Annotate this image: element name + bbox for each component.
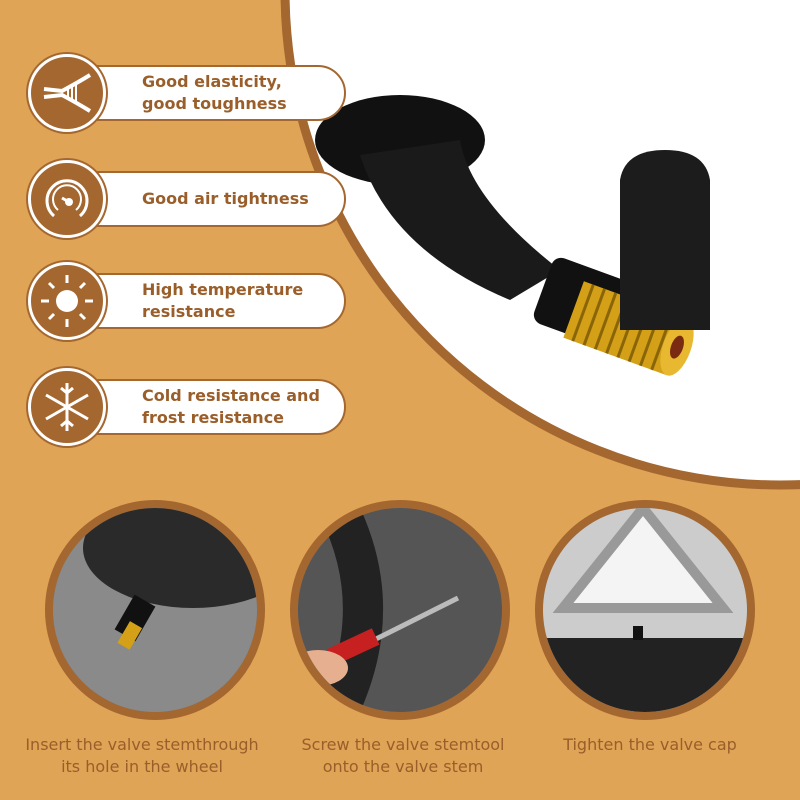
feature-label: Cold resistance and bbox=[142, 386, 320, 405]
snowflake-icon bbox=[28, 368, 106, 446]
feature-label: High temperature bbox=[142, 280, 304, 299]
elasticity-icon bbox=[28, 54, 106, 132]
step-caption-tighten: Tighten the valve cap bbox=[563, 735, 737, 754]
feature-label: Good elasticity, bbox=[142, 72, 282, 91]
feature-cold-resistance: Cold resistance and frost resistance bbox=[28, 368, 346, 446]
gauge-icon bbox=[28, 160, 106, 238]
step-screw-photo bbox=[290, 500, 510, 720]
sun-icon bbox=[28, 262, 106, 340]
valve-stem-image bbox=[315, 95, 710, 376]
feature-label: frost resistance bbox=[142, 408, 285, 427]
feature-air-tightness: Good air tightness bbox=[28, 160, 346, 238]
feature-elasticity: Good elasticity, good toughness bbox=[28, 54, 346, 132]
feature-high-temperature: High temperature resistance bbox=[28, 262, 346, 340]
step-tighten-photo bbox=[535, 500, 755, 720]
step-insert-photo bbox=[45, 500, 265, 720]
feature-label: Good air tightness bbox=[142, 189, 309, 208]
feature-label: good toughness bbox=[142, 94, 287, 113]
feature-label: resistance bbox=[142, 302, 236, 321]
